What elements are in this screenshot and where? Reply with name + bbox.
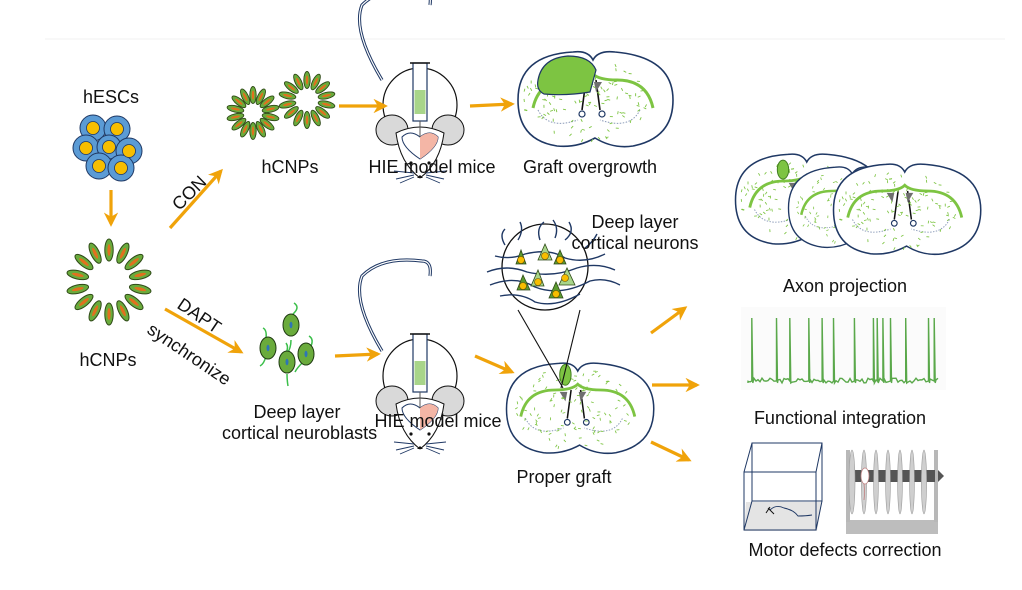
rosette-cell: [249, 86, 257, 104]
mouse-injection-icon: [358, 258, 465, 455]
hcnps-rosette-icon: [225, 86, 281, 140]
neurons-label-line2: cortical neurons: [571, 233, 699, 253]
mouse-injection-icon: [358, 0, 465, 184]
neurons-label: Deep layer cortical neurons: [570, 212, 700, 254]
rosette-cell: [104, 238, 114, 262]
neuroblasts-label-line1: Deep layer: [253, 402, 341, 422]
neurons-label-line1: Deep layer: [591, 212, 679, 232]
arrow-to-proper-graft: [474, 354, 515, 375]
functional-integration-label: Functional integration: [753, 408, 927, 428]
rosette-cell: [303, 111, 311, 129]
hcnps-rosette-icon: [278, 71, 336, 129]
rosette-cell: [65, 267, 90, 282]
brain-section-overgrowth-icon: [517, 50, 674, 148]
arrow-to-axon: [650, 306, 688, 335]
rosette-cell: [128, 267, 153, 282]
brain-section-proper-graft-icon: [505, 362, 655, 455]
rosette-cell: [303, 71, 311, 89]
arrow-con: [168, 168, 223, 230]
rosette-cell: [104, 302, 114, 326]
neuroblasts-label: Deep layer cortical neuroblasts: [222, 402, 378, 444]
arrow-dapt: [164, 307, 244, 354]
hescs-cluster-icon: [72, 114, 143, 182]
arrow-to-overgrowth: [469, 97, 515, 112]
rotarod-icon: [846, 449, 944, 534]
zoom-line: [560, 309, 581, 389]
cortical-neurons-zoom-icon: [486, 219, 621, 311]
arrow-to-motor: [650, 440, 692, 462]
zoom-line: [517, 309, 564, 389]
hcnps-left-label: hCNPs: [79, 350, 137, 370]
graft-overgrowth-label: Graft overgrowth: [522, 157, 658, 177]
arrow-to-hie-bottom: [334, 347, 381, 362]
hescs-label: hESCs: [82, 87, 140, 107]
rosette-cell: [249, 122, 257, 140]
hie-bottom-label: HIE model mice: [374, 411, 502, 431]
rosette-cell: [65, 282, 90, 297]
open-field-box-icon: [743, 442, 823, 531]
hcnps-top-label: hCNPs: [261, 157, 319, 177]
spike-trace-line: [747, 317, 939, 386]
axon-projection-brains-icon: [734, 153, 982, 256]
neuroblasts-icon: [259, 302, 315, 387]
neuroblasts-label-line2: cortical neuroblasts: [222, 423, 378, 443]
spike-trace-chart: [741, 307, 946, 390]
axon-projection-label: Axon projection: [782, 276, 908, 296]
motor-correction-label: Motor defects correction: [748, 540, 942, 560]
hcnps-rosette-icon: [65, 238, 153, 326]
hie-top-label: HIE model mice: [368, 157, 496, 177]
proper-graft-label: Proper graft: [516, 467, 612, 487]
rosette-cell: [128, 282, 153, 297]
